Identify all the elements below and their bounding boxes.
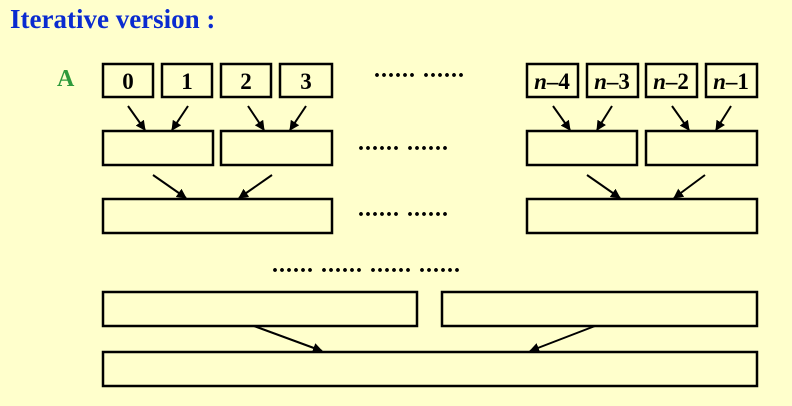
page-title: Iterative version :	[10, 4, 216, 34]
arrow	[586, 174, 621, 199]
cell-label-n-2: n–2	[653, 69, 689, 94]
arrow	[289, 105, 307, 131]
final-box	[101, 350, 759, 388]
arrow	[171, 105, 189, 131]
arrow	[238, 174, 273, 199]
pair-box-4	[644, 129, 759, 167]
quad-box-1	[101, 197, 334, 235]
cell-label-3: 3	[300, 69, 312, 94]
arrow	[529, 325, 596, 353]
pair-box-2	[219, 129, 334, 167]
half-box-1	[101, 290, 419, 328]
cell-3	[278, 62, 334, 99]
cell-label-n-4: n–4	[534, 69, 570, 94]
pair-box-1	[101, 129, 215, 167]
arrow	[127, 105, 146, 131]
cell-label-0: 0	[122, 69, 134, 94]
arrow	[671, 105, 690, 131]
cell-label-2: 2	[240, 69, 252, 94]
ellipsis-row-0: ...... ......	[374, 57, 465, 83]
pair-box-3	[525, 129, 639, 167]
arrow	[152, 174, 187, 199]
cell-n-1	[704, 62, 759, 99]
arrow	[715, 105, 732, 131]
arrow	[596, 105, 613, 131]
ellipsis-row-1: ...... ......	[358, 130, 449, 156]
ellipsis-row-2: ...... ......	[358, 196, 449, 222]
half-box-2	[440, 290, 759, 328]
arrow	[673, 174, 706, 199]
array-label: A	[57, 66, 75, 92]
cell-1	[160, 62, 214, 99]
cell-0	[101, 62, 155, 99]
cell-label-1: 1	[181, 69, 193, 94]
cell-label-n-3: n–3	[594, 69, 630, 94]
cell-n-2	[644, 62, 699, 99]
arrow	[247, 105, 265, 131]
arrow	[253, 325, 323, 353]
arrow	[552, 105, 571, 131]
cell-label-n-1: n–1	[713, 69, 749, 94]
cell-2	[219, 62, 273, 99]
quad-box-2	[525, 197, 759, 235]
ellipsis-row-3: ...... ...... ...... ......	[272, 252, 461, 278]
cell-n-4	[525, 62, 580, 99]
cell-n-3	[585, 62, 640, 99]
